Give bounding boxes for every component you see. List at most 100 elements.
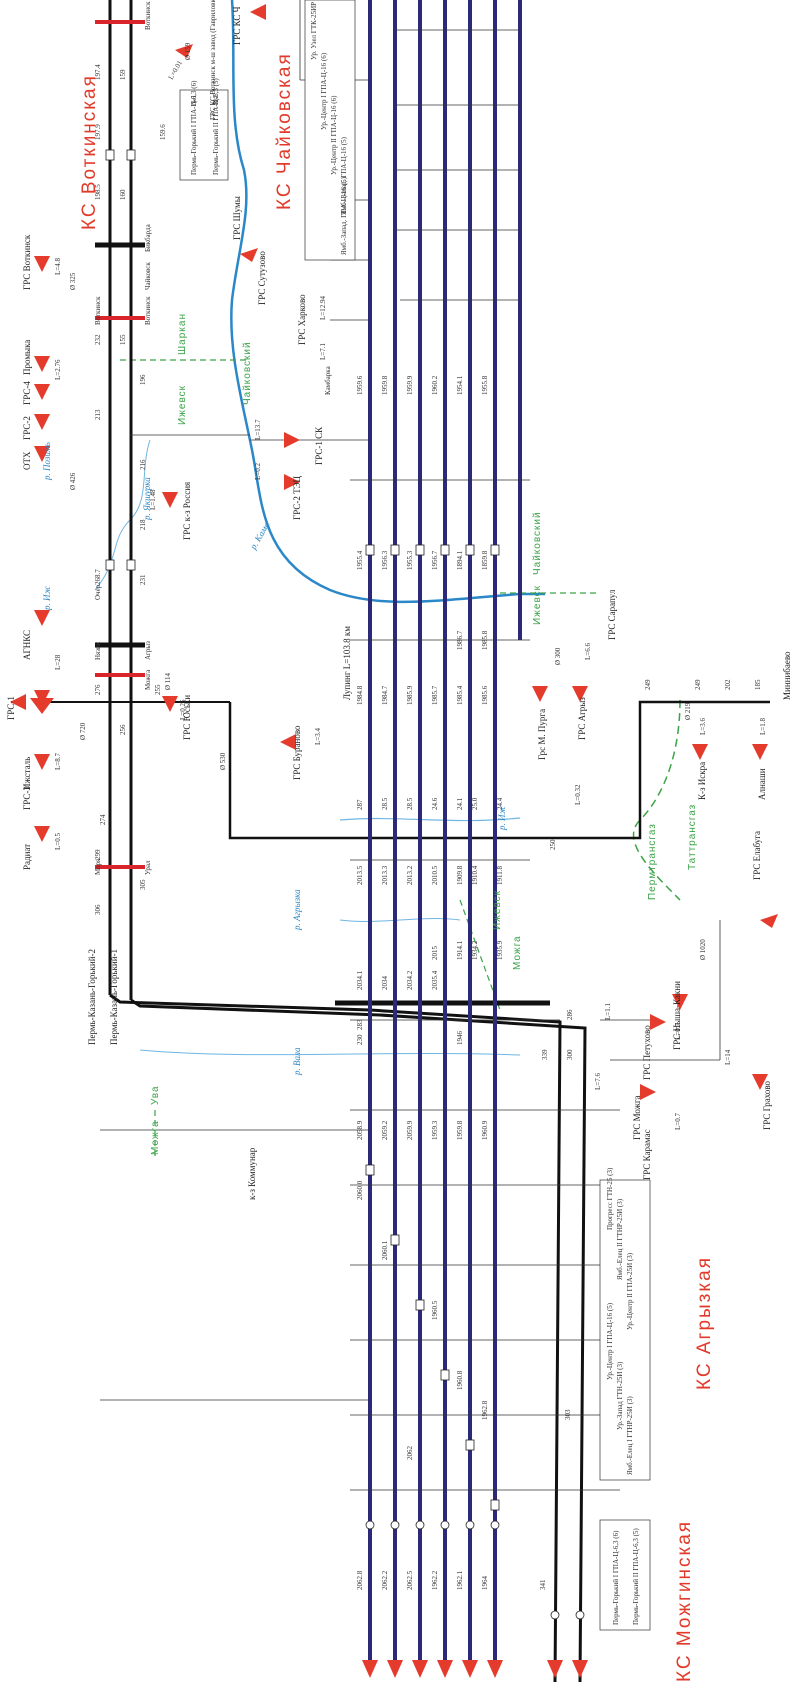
km-mark: 249 <box>644 679 652 690</box>
km-mark: 2060.1 <box>381 1240 389 1260</box>
km-mark: 2013.2 <box>406 865 414 885</box>
km-mark: 2034.2 <box>406 970 414 990</box>
length-label: L=1.8 <box>759 718 767 735</box>
km-mark: 230 <box>356 1034 364 1045</box>
km-mark: 159 <box>119 69 127 80</box>
ks-mozhga-title: КС Можгинская <box>674 1520 695 1682</box>
km-mark: 197.9 <box>94 124 102 140</box>
km-mark: 1911.8 <box>496 866 504 885</box>
km-mark: 2062.2 <box>381 1570 389 1590</box>
km-mark: 305 <box>139 879 147 890</box>
km-mark: 1984.8 <box>356 685 364 705</box>
km-mark: 232 <box>94 334 102 345</box>
unit-label: Ямб.-Запад. ГПА-Ц-16 (5) <box>340 136 348 215</box>
km-mark: 1985.7 <box>431 685 439 705</box>
zone-izhevsk-main: Ижевск <box>532 585 543 625</box>
units-chaikovsky: Ур. Узел ГТК-25ИР (3) Ур.-Центр I ГПА-Ц-… <box>310 0 348 255</box>
grs-label: ГРС к-з Россия <box>182 482 192 540</box>
length-label: L=12.94 <box>319 296 327 320</box>
grs-label: ГРС-1 <box>6 696 16 720</box>
km-mark: 1959.8 <box>381 375 389 395</box>
zone-tatar: Таттрансгаз <box>687 804 698 870</box>
length-label: L=0.7 <box>674 1023 682 1040</box>
length-label: L=0.25 <box>179 699 187 720</box>
grs-label: ГРС-4 <box>22 381 32 405</box>
unit-label: Ур.-Центр I ГПА-Ц-16 (6) <box>320 52 328 130</box>
km-mark: 160 <box>119 189 127 200</box>
km-mark: 1956.3 <box>381 550 389 570</box>
km-mark: 2059.2 <box>381 1120 389 1140</box>
grs-label: К-з Искра <box>697 762 707 800</box>
length-label: L=0.7 <box>674 1113 682 1130</box>
river-vala-label: р. Вала <box>292 1047 302 1076</box>
ks-agryz-title: КС Агрызкая <box>694 1256 715 1390</box>
km-mark: 1910.4 <box>471 865 479 885</box>
km-mark: 1935.9 <box>496 940 504 960</box>
zone-perm: Пермтрансгаз <box>647 823 658 900</box>
km-mark: 287 <box>356 799 364 810</box>
zone-chaik-1: Чайковский <box>242 341 253 405</box>
km-mark: 339 <box>541 1049 549 1060</box>
length-labels: L=0.01 L=12.94 L=7.1 L=4.8 L=2.76 L=1.48… <box>54 59 767 1130</box>
length-label: L=6.6 <box>584 643 592 660</box>
km-mark: 196 <box>139 374 147 385</box>
length-label: L=8.7 <box>54 753 62 770</box>
km-mark: 1959.3 <box>431 1120 439 1140</box>
units-agryz: Прогресс ГТН-25 (3) Ямб.-Елец II ГТНР-25… <box>606 1167 634 1475</box>
kama-river <box>230 0 545 604</box>
diameter-label: Ø 300 <box>554 647 562 665</box>
km-mark: 1859.8 <box>481 550 489 570</box>
unit-label: Ямб.-Запад. ГПА-Ц-16 (5) <box>340 176 348 255</box>
diameter-label: Ø 325 <box>69 272 77 290</box>
grs-label: Радиат <box>22 844 32 870</box>
length-label: L=0.5 <box>54 833 62 850</box>
km-mark: 1985.8 <box>481 630 489 650</box>
city-mark: Урал <box>144 860 152 875</box>
km-mark: 1962.2 <box>431 1570 439 1590</box>
diameter-label: Ø 114 <box>164 672 172 690</box>
km-mark: 1954.1 <box>456 375 464 395</box>
unit-label: Прогресс ГТН-25 (3) <box>606 1167 614 1230</box>
pipeline-name-looping: Лупинг L=103.8 км <box>342 626 352 700</box>
length-label: L=28 <box>54 654 62 670</box>
grs-label: ГРС Сарапул <box>607 589 617 640</box>
diameter-label: Ø 530 <box>219 752 227 770</box>
zone-izhevsk-1: Ижевск <box>177 385 188 425</box>
length-label: L=7.6 <box>594 1073 602 1090</box>
valves <box>105 149 500 1511</box>
km-mark: 2059.9 <box>406 1120 414 1140</box>
km-mark: 2013.5 <box>356 865 364 885</box>
length-label: L=2.76 <box>54 359 62 380</box>
river-poz-label: р. Позимь <box>42 442 52 481</box>
grs-label: Промыка <box>22 340 32 375</box>
km-mark: 286 <box>566 1009 574 1020</box>
diameter-label: Ø 426 <box>69 472 77 490</box>
city-mark: Нязик <box>94 641 102 660</box>
length-label: L=0.2 <box>254 463 262 480</box>
km-mark: 1955.4 <box>356 550 364 570</box>
km-mark: 1985.6 <box>481 685 489 705</box>
km-mark: 1955.3 <box>406 550 414 570</box>
km-mark: 159.6 <box>159 124 167 140</box>
km-mark: 1962.1 <box>456 1570 464 1590</box>
km-mark: 2062.8 <box>356 1570 364 1590</box>
pipeline-name-pkg-2: Пермь-Казань-Горький-2 <box>87 949 97 1045</box>
unit-label: Пермь-Горький II ГПА-Ц-6,3 (5) <box>212 78 220 175</box>
km-mark: 255 <box>154 684 162 695</box>
river-agryzka-label: р. Агрызка <box>292 889 302 931</box>
river-kama-label: р. Кама <box>248 520 272 552</box>
city-mark: Можга <box>144 669 152 690</box>
km-mark: 218 <box>139 519 147 530</box>
city-mark: Моря <box>94 858 102 875</box>
grs-label: ГРС Юськи <box>182 695 192 740</box>
km-mark: 2010.5 <box>431 865 439 885</box>
grs-label: к-з Коммунар <box>247 1147 257 1200</box>
grs-label: ГРС Шумы <box>232 196 242 240</box>
km-mark: 2015 <box>431 946 439 961</box>
km-mark: 25.0 <box>471 797 479 810</box>
km-mark: 303 <box>564 1409 572 1420</box>
zone-izhevsk-mozh: Ижевск <box>492 890 503 930</box>
km-mark: 1960.8 <box>456 1370 464 1390</box>
unit-label: Ямб.-Елец I ГТНР-25И (3) <box>626 1396 634 1475</box>
km-mark: 197.4 <box>94 64 102 80</box>
